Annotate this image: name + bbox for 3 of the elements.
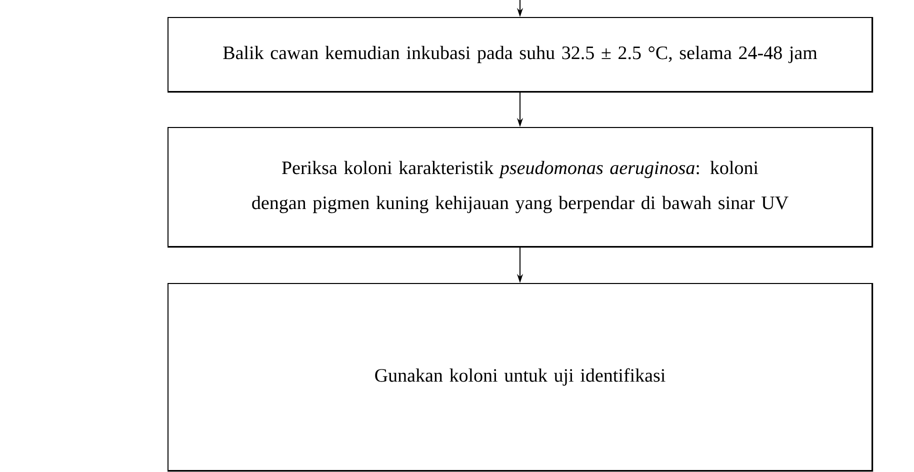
process-box: Gunakan koloni untuk uji identifikasi [168, 283, 874, 472]
process-box: Periksa koloni karakteristik pseudomonas aeruginosa: koloni dengan pigmen kuning kehijauan yang berpendar di bawah sinar UV [168, 127, 874, 248]
process-box: Balik cawan kemudian inkubasi pada suhu 32.5 ± 2.5 °C, selama 24-48 jam [168, 17, 874, 93]
